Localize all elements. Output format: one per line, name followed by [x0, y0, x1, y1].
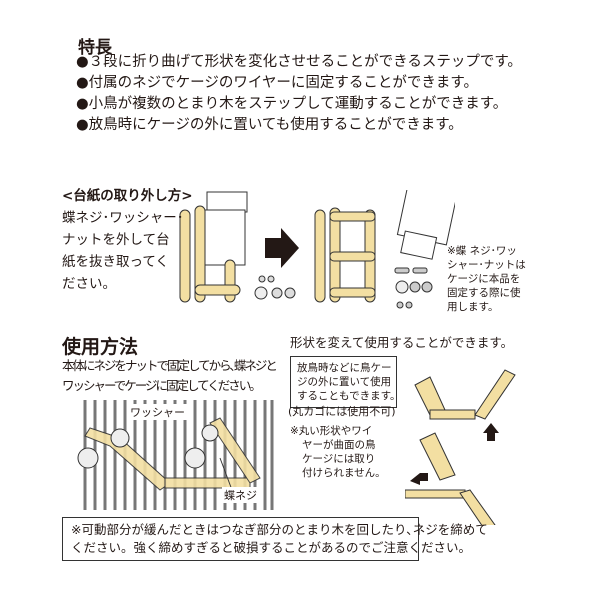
text-line: することもできます。 [297, 390, 401, 402]
text-line: 付けられません。 [302, 467, 386, 479]
shapes-illustration [405, 369, 516, 525]
feature-item: ●小鳥が複数のとまり木をステップして運動することができます。 [76, 96, 508, 112]
round-cage-note: ※丸い形状やワイ ヤーが曲面の鳥 ケージには取り 付けられません。 [290, 424, 386, 480]
feature-item: ●付属のネジでケージのワイヤーに固定することができます。 [76, 75, 478, 91]
usage-title: 使用方法 [62, 336, 139, 358]
text-line: ※可動部分が緩んだときはつなぎ部分のとまり木を回したり､ネジを締めて [71, 522, 488, 537]
text-line: ください。強く締めすぎると破損することがあるのでご注意ください。 [71, 540, 472, 555]
shapes-title: 形状を変えて使用することができます。 [290, 335, 514, 350]
removal-illustration [179, 190, 455, 309]
text-line: シャー･ナットは [447, 259, 526, 271]
text-line: 本体にネジをナットで固定してから､蝶ネジと [62, 358, 276, 373]
arrow-right-icon [265, 228, 299, 268]
text-line: ケージに本品を [447, 273, 521, 285]
removal-instructions: 蝶ネジ･ワッシャー･ ナットを外して台 紙を抜き取ってく ださい。 [62, 207, 184, 295]
text-line: ナットを外して台 [62, 232, 170, 248]
feature-item: ●３段に折り曲げて形状を変化させせることができるステップです。 [76, 54, 522, 70]
text-line: 固定する際に使 [447, 287, 521, 299]
arrow-down-icon [410, 473, 428, 485]
text-line: ※蝶 ネジ･ワッ [447, 245, 517, 257]
removal-title: <台紙の取り外し方> [62, 188, 193, 204]
text-line: 用します。 [447, 301, 499, 313]
washer-label: ワッシャー [128, 404, 187, 420]
text-line: ださい。 [62, 276, 116, 292]
features-title: 特長 [78, 38, 112, 58]
screw-label: 蝶ネジ [222, 487, 259, 503]
text-line: ヤーが曲面の鳥 [302, 439, 376, 451]
text-line: ケージには取り [302, 453, 376, 465]
round-cage-warning: (丸カゴには使用不可) [288, 405, 396, 418]
text-line: 紙を抜き取ってく [62, 254, 169, 270]
speech-bubble: 放鳥時などに鳥ケー ジの外に置いて使用 することもできます。 [290, 356, 401, 408]
text-line: ジの外に置いて使用 [297, 376, 392, 388]
text-line: 放鳥時などに鳥ケー [297, 362, 392, 374]
caution-box: ※可動部分が緩んだときはつなぎ部分のとまり木を回したり､ネジを締めて ください。… [62, 517, 488, 561]
text-line: 蝶ネジ･ワッシャー･ [62, 210, 184, 226]
arrow-up-icon [483, 423, 499, 441]
removal-note: ※蝶 ネジ･ワッ シャー･ナットは ケージに本品を 固定する際に使 用します。 [447, 244, 526, 314]
feature-item: ●放鳥時にケージの外に置いても使用することができます。 [76, 117, 463, 133]
features-list: ●３段に折り曲げて形状を変化させせることができるステップです。 ●付属のネジでケ… [76, 52, 522, 136]
text-line: ワッシャーでケージに固定してください。 [62, 378, 262, 393]
usage-instructions: 本体にネジをナットで固定してから､蝶ネジと ワッシャーでケージに固定してください… [62, 356, 276, 396]
text-line: ※丸い形状やワイ [290, 425, 373, 437]
